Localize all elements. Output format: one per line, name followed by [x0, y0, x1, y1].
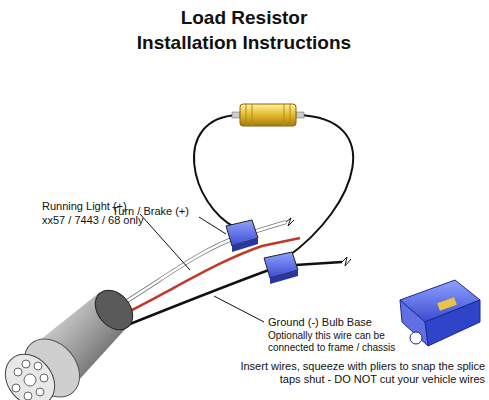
wire-note: xx57 / 7443 / 68 only — [42, 214, 172, 227]
resistor-wire — [194, 115, 238, 228]
wire-label: Ground (-) Bulb Base — [268, 316, 408, 329]
instruction-note: Insert wires, squeeze with pliers to sna… — [223, 360, 485, 385]
wire-break — [286, 218, 294, 226]
wire-break — [342, 257, 351, 266]
wire-label: Running Light (+) — [42, 200, 152, 213]
resistor-wire — [286, 115, 353, 258]
splice-tap-icon — [400, 280, 480, 346]
title: Load Resistor Installation Instructions — [133, 6, 355, 55]
leader-line — [199, 217, 226, 234]
resistor-symbol — [232, 104, 304, 126]
leader-line — [214, 296, 264, 322]
splice-tap — [264, 252, 298, 284]
bulb-socket — [0, 283, 140, 400]
leader-line — [140, 214, 190, 270]
splice-tap — [226, 220, 258, 252]
wire-note: Optionally this wire can be connected to… — [268, 330, 418, 353]
running-light-wire — [116, 238, 300, 318]
